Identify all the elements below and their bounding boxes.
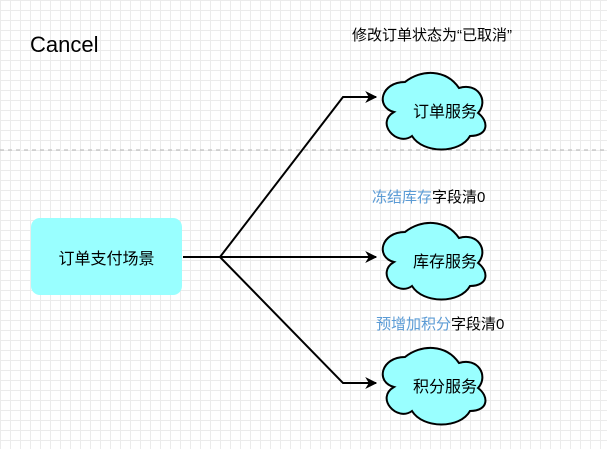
diagram-title: Cancel [30, 32, 99, 57]
arrow-to-points-service [183, 256, 378, 389]
payment-scene-box: 订单支付场景 [31, 218, 182, 295]
points-service-note: 预增加积分字段清0 [376, 313, 504, 334]
cloud-shape [381, 346, 487, 426]
payment-scene-label: 订单支付场景 [58, 250, 155, 268]
inventory-note-highlight: 冻结库存 [372, 189, 433, 206]
cloud-inventory-service [381, 221, 487, 301]
arrow-to-order-service [183, 91, 378, 258]
cloud-order-service [381, 71, 487, 151]
order-service-label: 订单服务 [412, 104, 477, 121]
inventory-note-rest: 字段清0 [432, 189, 486, 206]
cloud-shape [381, 221, 487, 301]
cloud-points-service [381, 346, 487, 426]
cloud-shape [381, 71, 487, 151]
inventory-service-note: 冻结库存字段清0 [372, 186, 485, 207]
connectors [183, 91, 378, 389]
points-note-highlight: 预增加积分 [376, 316, 452, 333]
points-service-label: 积分服务 [412, 379, 477, 396]
inventory-service-label: 库存服务 [412, 254, 477, 271]
points-note-rest: 字段清0 [451, 316, 505, 333]
order-service-note: 修改订单状态为“已取消” [352, 27, 512, 44]
